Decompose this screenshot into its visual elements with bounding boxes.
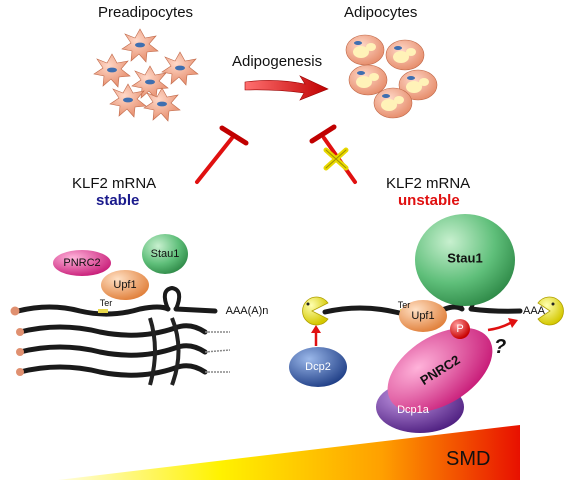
right-stau1-blob <box>415 214 515 306</box>
left-stau1-blob <box>142 234 188 274</box>
right-ter-label: Ter <box>397 300 411 310</box>
smd-gradient-wedge <box>58 425 520 480</box>
adipogenesis-label: Adipogenesis <box>232 53 323 70</box>
adipocytes-label: Adipocytes <box>344 4 418 21</box>
left-pacman-icon <box>302 296 329 326</box>
left-pnrc2-blob <box>53 250 111 276</box>
left-upf1-label: Upf1 <box>113 279 137 291</box>
right-blocked-inhibition-arrow <box>309 124 357 184</box>
left-mrna-label: KLF2 mRNA <box>72 175 157 192</box>
left-mrna-stack <box>16 317 231 386</box>
preadipocytes-cells <box>93 28 199 122</box>
yellow-cross-icon <box>323 147 349 171</box>
left-main-mrna <box>10 285 218 317</box>
phosphate-badge <box>450 319 470 339</box>
adipocytes-cells <box>345 34 438 119</box>
question-mark: ? <box>494 336 507 358</box>
right-mrna-label: KLF2 mRNA <box>386 175 471 192</box>
preadipocytes-label: Preadipocytes <box>98 4 194 21</box>
dcp1a-label: Dcp1a <box>397 404 429 416</box>
decay-right-arrow <box>487 318 518 332</box>
right-dcp2-blob <box>289 347 347 387</box>
right-stau1-label: Stau1 <box>447 250 483 266</box>
dcp2-label: Dcp2 <box>305 361 331 373</box>
unstable-label: unstable <box>398 192 460 209</box>
smd-label: SMD <box>446 448 491 470</box>
right-pacman-icon <box>537 296 564 326</box>
right-pnrc2-blob <box>387 327 493 413</box>
dcp2-up-arrow <box>311 325 321 346</box>
stable-label: stable <box>96 192 140 209</box>
left-ter-label: Ter <box>99 298 113 308</box>
left-upf1-blob <box>101 270 149 300</box>
left-stau1-label: Stau1 <box>150 248 180 260</box>
left-polya-label: AAA(A)n <box>225 305 269 317</box>
adipogenesis-arrow <box>244 75 329 101</box>
left-pnrc2-label: PNRC2 <box>63 257 101 269</box>
right-upf1-label: Upf1 <box>411 310 435 322</box>
right-polya-label: AAA <box>522 305 546 317</box>
right-upf1-blob <box>399 300 447 332</box>
phosphate-label: P <box>456 323 464 335</box>
left-inhibition-arrow <box>195 125 249 184</box>
